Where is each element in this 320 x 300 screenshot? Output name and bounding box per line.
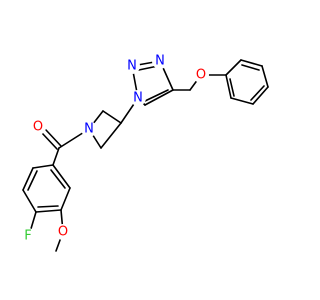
atom-labels: O N N N N O F	[20, 53, 209, 244]
bond	[144, 89, 174, 106]
svg-text:O: O	[58, 225, 68, 240]
bond	[230, 97, 254, 105]
ether-oxygen: O	[193, 67, 209, 83]
carbonyl-oxygen: O	[30, 119, 46, 135]
bond	[252, 86, 269, 105]
bond	[225, 59, 242, 76]
bond	[22, 189, 37, 213]
svg-text:O: O	[196, 68, 206, 83]
bond	[35, 209, 62, 213]
molecule-diagram: O N N N N O F	[20, 53, 269, 252]
bond	[45, 129, 62, 147]
bonds	[22, 59, 269, 252]
bond	[241, 64, 260, 71]
triazole-nitrogen-2: N	[124, 58, 140, 74]
bond	[250, 85, 265, 101]
structure-svg: O N N N N O F	[20, 53, 269, 252]
bond	[261, 65, 269, 88]
svg-text:F: F	[24, 229, 31, 244]
bond	[144, 89, 169, 102]
bond	[32, 164, 54, 169]
triazole-nitrogen-1: N	[130, 90, 146, 106]
bond	[60, 187, 71, 211]
bond	[27, 170, 38, 191]
bond	[22, 167, 34, 191]
bond	[50, 169, 66, 189]
bond	[102, 110, 122, 124]
svg-text:O: O	[33, 120, 43, 135]
azetidine-nitrogen: N	[81, 121, 97, 137]
svg-text:N: N	[84, 122, 94, 137]
svg-text:N: N	[133, 91, 143, 106]
triazole-nitrogen-3: N	[152, 53, 168, 69]
bond	[41, 132, 58, 150]
bond	[240, 59, 263, 67]
bond	[52, 147, 60, 166]
svg-text:N: N	[127, 59, 137, 74]
bond	[229, 78, 235, 97]
methoxy-oxygen: O	[55, 224, 71, 240]
bond	[52, 164, 71, 189]
svg-text:N: N	[155, 54, 165, 69]
fluorine: F	[20, 228, 36, 244]
bond	[225, 74, 232, 99]
bond	[37, 205, 59, 208]
bond	[100, 122, 122, 149]
